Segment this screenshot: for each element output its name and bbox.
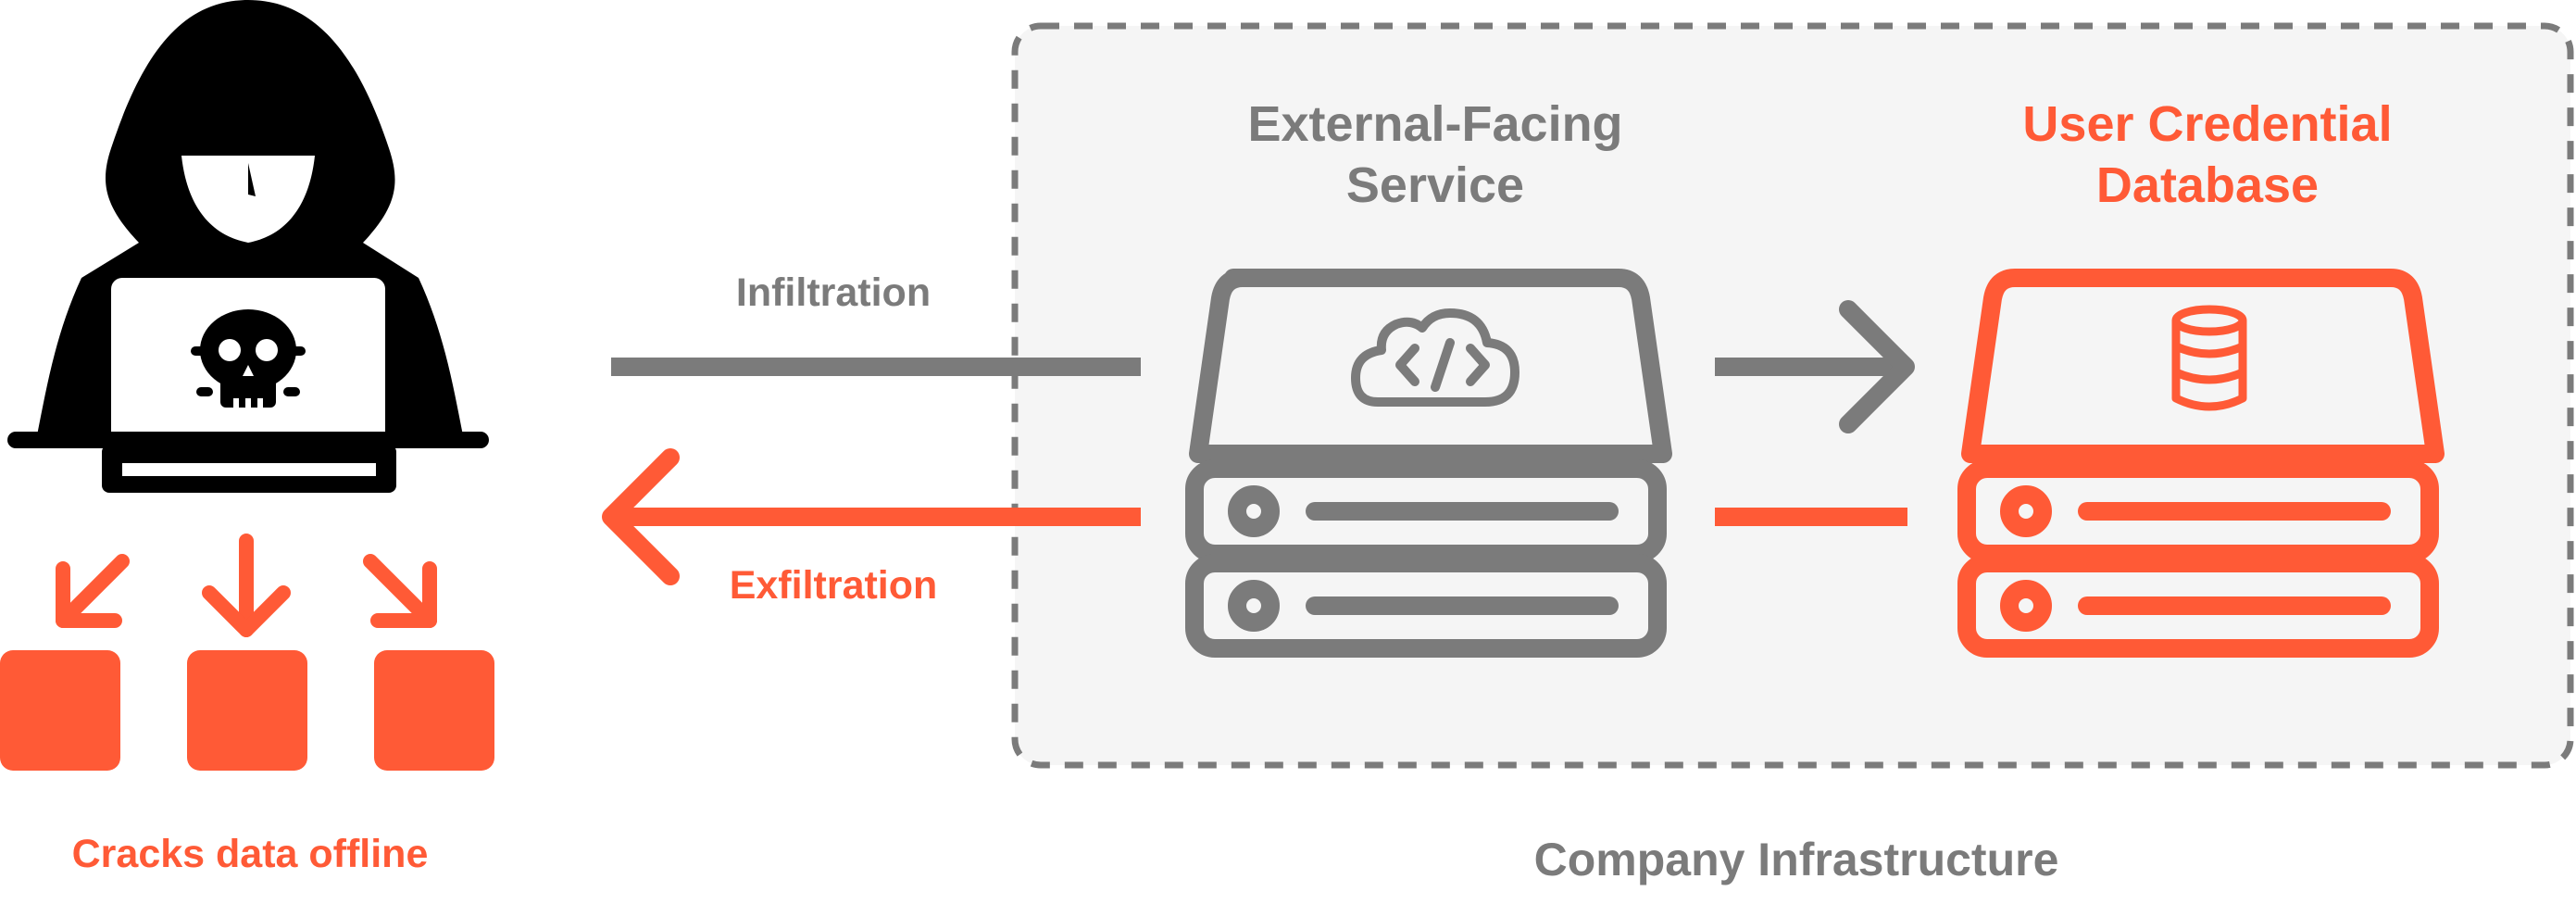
cracked-data-block [0,650,120,771]
hooded-hacker-icon [7,0,489,493]
desk-line [7,432,489,448]
arrow-down-icon [202,534,291,637]
external-service-title-line2: Service [1345,157,1525,213]
cracked-data-block [187,650,307,771]
arrow-down-right-icon [363,554,437,628]
credential-database-title-line1: User Credential [2022,96,2393,152]
service-to-database-arrow [1715,300,1915,433]
external-service-title: External-Facing Service [1194,94,1676,217]
external-service-title-line1: External-Facing [1247,96,1623,152]
infiltration-label: Infiltration [735,270,932,315]
company-infrastructure-label: Company Infrastructure [1533,834,2059,885]
cloud-code-icon [1351,308,1519,407]
attacker-caption: Cracks data offline [71,832,429,876]
credential-database-title-line2: Database [2095,157,2320,213]
database-icon [2171,305,2247,411]
arrow-down-left-icon [56,554,130,628]
skull-icon [191,309,306,409]
external-service-server-icon [1185,269,1672,658]
credential-database-title: User Credential Database [1967,94,2448,217]
cracked-data-block [374,650,494,771]
credential-database-server-icon [1957,269,2445,658]
face-mask [181,156,315,243]
exfiltration-label: Exfiltration [729,563,938,608]
company-infrastructure-zone [1011,22,2574,769]
exfiltration-arrow [602,448,1141,585]
download-arrows [56,534,437,637]
